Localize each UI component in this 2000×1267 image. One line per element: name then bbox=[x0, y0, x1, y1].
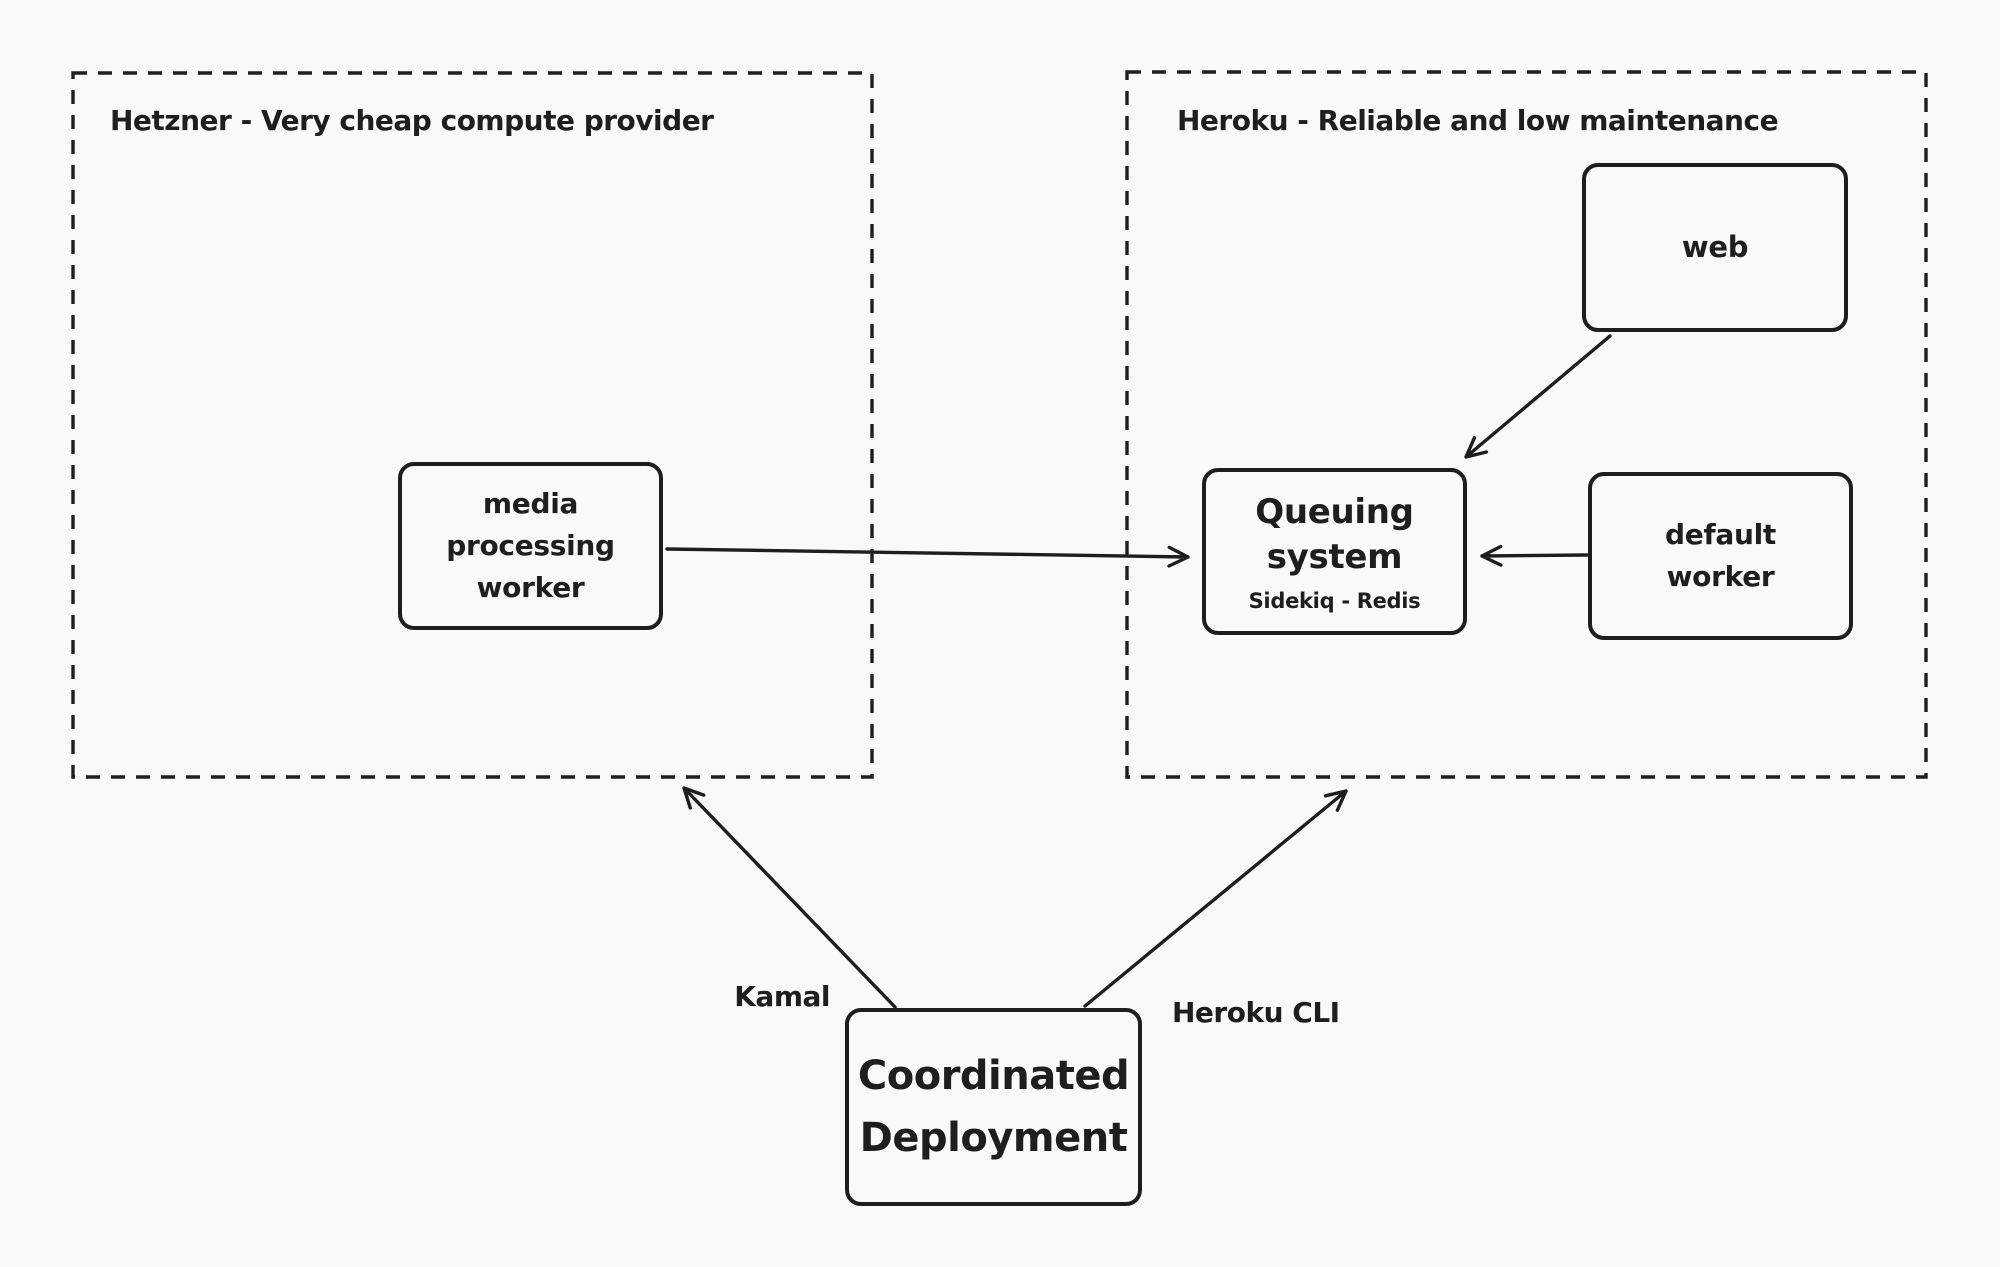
node-subtitle: Sidekiq - Redis bbox=[1248, 589, 1421, 614]
node-queuing-system: Queuing system Sidekiq - Redis bbox=[1202, 468, 1467, 635]
group-box-hetzner bbox=[71, 71, 874, 779]
node-title: Queuing system bbox=[1255, 491, 1414, 577]
group-title-heroku: Heroku - Reliable and low maintenance bbox=[1177, 104, 1779, 137]
node-web: web bbox=[1582, 163, 1848, 332]
edge-coordinated-deployment-to-hetzner bbox=[682, 786, 897, 1009]
group-title-hetzner: Hetzner - Very cheap compute provider bbox=[110, 104, 714, 137]
edge-coordinated-deployment-to-heroku bbox=[1083, 789, 1348, 1008]
edge-web-to-queuing-system bbox=[1464, 334, 1612, 459]
edge-label-kamal: Kamal bbox=[734, 980, 830, 1013]
group-box-heroku bbox=[1125, 70, 1928, 779]
node-media-processing-worker: media processing worker bbox=[398, 462, 663, 630]
edge-label-heroku-cli: Heroku CLI bbox=[1172, 996, 1340, 1029]
edge-media-processing-worker-to-queuing-system bbox=[665, 545, 1190, 568]
node-label: Coordinated Deployment bbox=[857, 1053, 1130, 1161]
node-coordinated-deployment: Coordinated Deployment bbox=[845, 1008, 1142, 1206]
node-default-worker: default worker bbox=[1588, 472, 1853, 640]
node-label: media processing worker bbox=[446, 487, 615, 604]
node-label: default worker bbox=[1665, 518, 1776, 593]
edge-default-worker-to-queuing-system bbox=[1480, 544, 1589, 567]
node-label: web bbox=[1681, 229, 1749, 264]
